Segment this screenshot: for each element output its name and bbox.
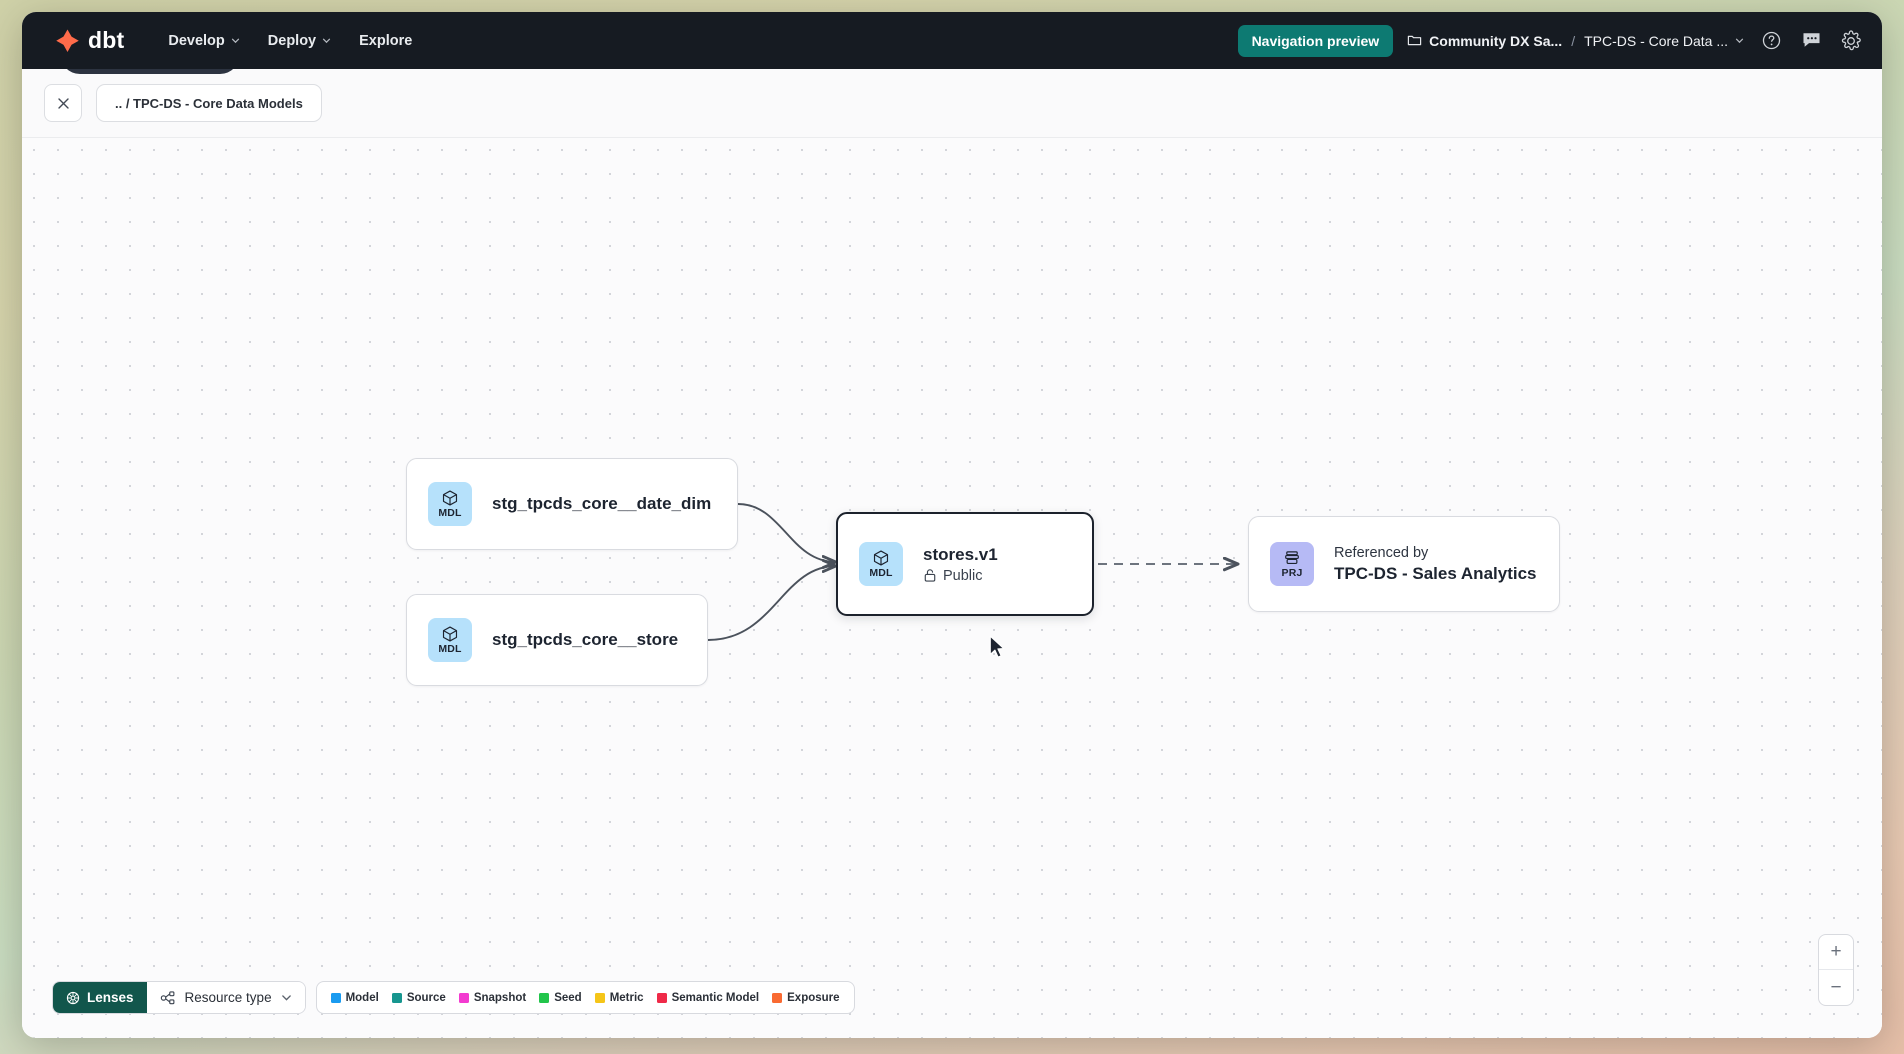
lenses-button[interactable]: Lenses bbox=[53, 982, 147, 1013]
lineage-node-stg-date-dim[interactable]: MDL stg_tpcds_core__date_dim bbox=[406, 458, 738, 550]
resource-type-label: Resource type bbox=[184, 990, 272, 1005]
help-icon[interactable] bbox=[1758, 28, 1784, 54]
dbt-logo-text: dbt bbox=[88, 27, 125, 53]
edge-date-dim-to-stores bbox=[737, 503, 836, 562]
top-navigation-bar: dbt Develop Deploy Explore Navigation pr… bbox=[22, 12, 1882, 69]
node-badge-label: PRJ bbox=[1281, 567, 1303, 580]
breadcrumb-project-label: TPC-DS - Core Data ... bbox=[1584, 32, 1728, 49]
close-icon bbox=[57, 97, 69, 109]
legend-item-metric: Metric bbox=[594, 991, 644, 1004]
nav-right-cluster: Navigation preview Community DX Sa... / … bbox=[1237, 24, 1864, 57]
breadcrumb-project[interactable]: TPC-DS - Core Data ... bbox=[1584, 33, 1744, 49]
project-icon bbox=[1285, 551, 1299, 565]
lineage-canvas[interactable]: MDL stg_tpcds_core__date_dim MDL stg_tpc… bbox=[22, 138, 1882, 1038]
legend-swatch-model bbox=[330, 992, 341, 1003]
zoom-in-button[interactable]: + bbox=[1819, 935, 1853, 970]
chevron-down-icon bbox=[323, 38, 331, 44]
breadcrumb-account-label: Community DX Sa... bbox=[1429, 32, 1563, 49]
cube-icon bbox=[873, 550, 889, 566]
breadcrumb-separator: / bbox=[1571, 32, 1576, 49]
node-badge-label: MDL bbox=[869, 567, 893, 580]
legend-item-model: Model bbox=[330, 991, 379, 1004]
browser-window: dbt Develop Deploy Explore Navigation pr… bbox=[22, 12, 1882, 1038]
nav-link-explore-label: Explore bbox=[359, 32, 413, 49]
node-badge-label: MDL bbox=[438, 507, 462, 520]
close-button[interactable] bbox=[44, 84, 82, 122]
nav-link-develop-label: Develop bbox=[168, 32, 225, 49]
legend-label-seed: Seed bbox=[554, 991, 582, 1004]
lineage-edges bbox=[707, 503, 1882, 641]
node-label: stores.v1 bbox=[923, 544, 998, 564]
lenses-label: Lenses bbox=[87, 990, 134, 1005]
node-badge-mdl: MDL bbox=[859, 542, 903, 586]
account-breadcrumb: Community DX Sa... / TPC-DS - Core Data … bbox=[1407, 33, 1744, 49]
legend-item-seed: Seed bbox=[539, 992, 582, 1004]
node-caption: Referenced by bbox=[1334, 544, 1429, 561]
node-access-label: Public bbox=[943, 567, 983, 584]
node-label: stg_tpcds_core__date_dim bbox=[492, 494, 712, 513]
node-badge-mdl: MDL bbox=[428, 618, 472, 662]
nav-link-deploy-label: Deploy bbox=[267, 32, 317, 49]
nav-link-develop[interactable]: Develop bbox=[154, 25, 253, 57]
node-text-block: stores.v1 Public bbox=[923, 545, 998, 584]
legend-swatch-seed bbox=[539, 992, 550, 1003]
legend-label-exposure: Exposure bbox=[787, 991, 840, 1004]
nodes-icon bbox=[160, 990, 174, 1004]
legend-label-semantic-model: Semantic Model bbox=[671, 991, 760, 1004]
node-badge-prj: PRJ bbox=[1270, 542, 1314, 586]
node-label: stg_tpcds_core__store bbox=[492, 630, 679, 649]
breadcrumb-account[interactable]: Community DX Sa... bbox=[1407, 33, 1562, 49]
lineage-bottom-bar: Lenses Resource type Model Source bbox=[52, 981, 855, 1014]
cube-icon bbox=[442, 490, 458, 506]
legend-swatch-source bbox=[391, 992, 402, 1003]
legend-swatch-metric bbox=[594, 992, 605, 1003]
legend-label-metric: Metric bbox=[609, 991, 644, 1004]
lineage-node-stg-store[interactable]: MDL stg_tpcds_core__store bbox=[406, 594, 708, 686]
nav-link-explore[interactable]: Explore bbox=[345, 25, 426, 57]
edge-store-to-stores bbox=[707, 566, 836, 641]
resource-type-dropdown[interactable]: Resource type bbox=[146, 982, 305, 1013]
legend-item-semantic-model: Semantic Model bbox=[656, 991, 760, 1004]
node-access-badge: Public bbox=[923, 568, 998, 584]
dbt-logo[interactable]: dbt bbox=[54, 27, 124, 54]
navigation-preview-button[interactable]: Navigation preview bbox=[1237, 24, 1394, 57]
legend-item-source: Source bbox=[391, 991, 446, 1004]
folder-icon bbox=[1407, 35, 1422, 46]
lineage-toolbar: .. / TPC-DS - Core Data Models bbox=[22, 69, 1882, 138]
settings-icon[interactable] bbox=[1838, 28, 1864, 54]
legend-item-snapshot: Snapshot bbox=[458, 991, 527, 1004]
chevron-down-icon bbox=[281, 995, 291, 1001]
legend-swatch-snapshot bbox=[458, 992, 469, 1003]
cube-icon bbox=[442, 626, 458, 642]
legend-swatch-exposure bbox=[772, 992, 783, 1003]
unlock-icon bbox=[924, 569, 936, 582]
legend-label-snapshot: Snapshot bbox=[473, 991, 527, 1004]
feedback-icon[interactable] bbox=[1798, 28, 1824, 54]
legend-label-model: Model bbox=[345, 991, 379, 1004]
lens-icon bbox=[66, 991, 80, 1004]
node-badge-label: MDL bbox=[438, 643, 462, 656]
legend-item-exposure: Exposure bbox=[772, 991, 840, 1004]
chevron-down-icon bbox=[1735, 38, 1744, 44]
nav-link-deploy[interactable]: Deploy bbox=[254, 25, 345, 57]
primary-nav: Develop Deploy Explore bbox=[154, 25, 426, 57]
dbt-logo-icon bbox=[54, 27, 81, 54]
lens-control-group: Lenses Resource type bbox=[52, 981, 306, 1014]
zoom-controls: + − bbox=[1818, 934, 1854, 1006]
lineage-node-project-sales-analytics[interactable]: PRJ Referenced by TPC-DS - Sales Analyti… bbox=[1248, 516, 1560, 612]
chevron-down-icon bbox=[231, 38, 239, 44]
lineage-breadcrumb-pill[interactable]: .. / TPC-DS - Core Data Models bbox=[96, 84, 322, 122]
node-text-block: Referenced by TPC-DS - Sales Analytics bbox=[1334, 545, 1537, 584]
legend-label-source: Source bbox=[406, 991, 446, 1004]
node-badge-mdl: MDL bbox=[428, 482, 472, 526]
lineage-node-stores-v1[interactable]: MDL stores.v1 Public bbox=[836, 512, 1094, 616]
legend-swatch-semantic-model bbox=[656, 992, 667, 1003]
resource-type-legend: Model Source Snapshot Seed Metric Semant… bbox=[315, 981, 855, 1014]
zoom-out-button[interactable]: − bbox=[1830, 976, 1842, 998]
node-label: TPC-DS - Sales Analytics bbox=[1334, 563, 1537, 583]
